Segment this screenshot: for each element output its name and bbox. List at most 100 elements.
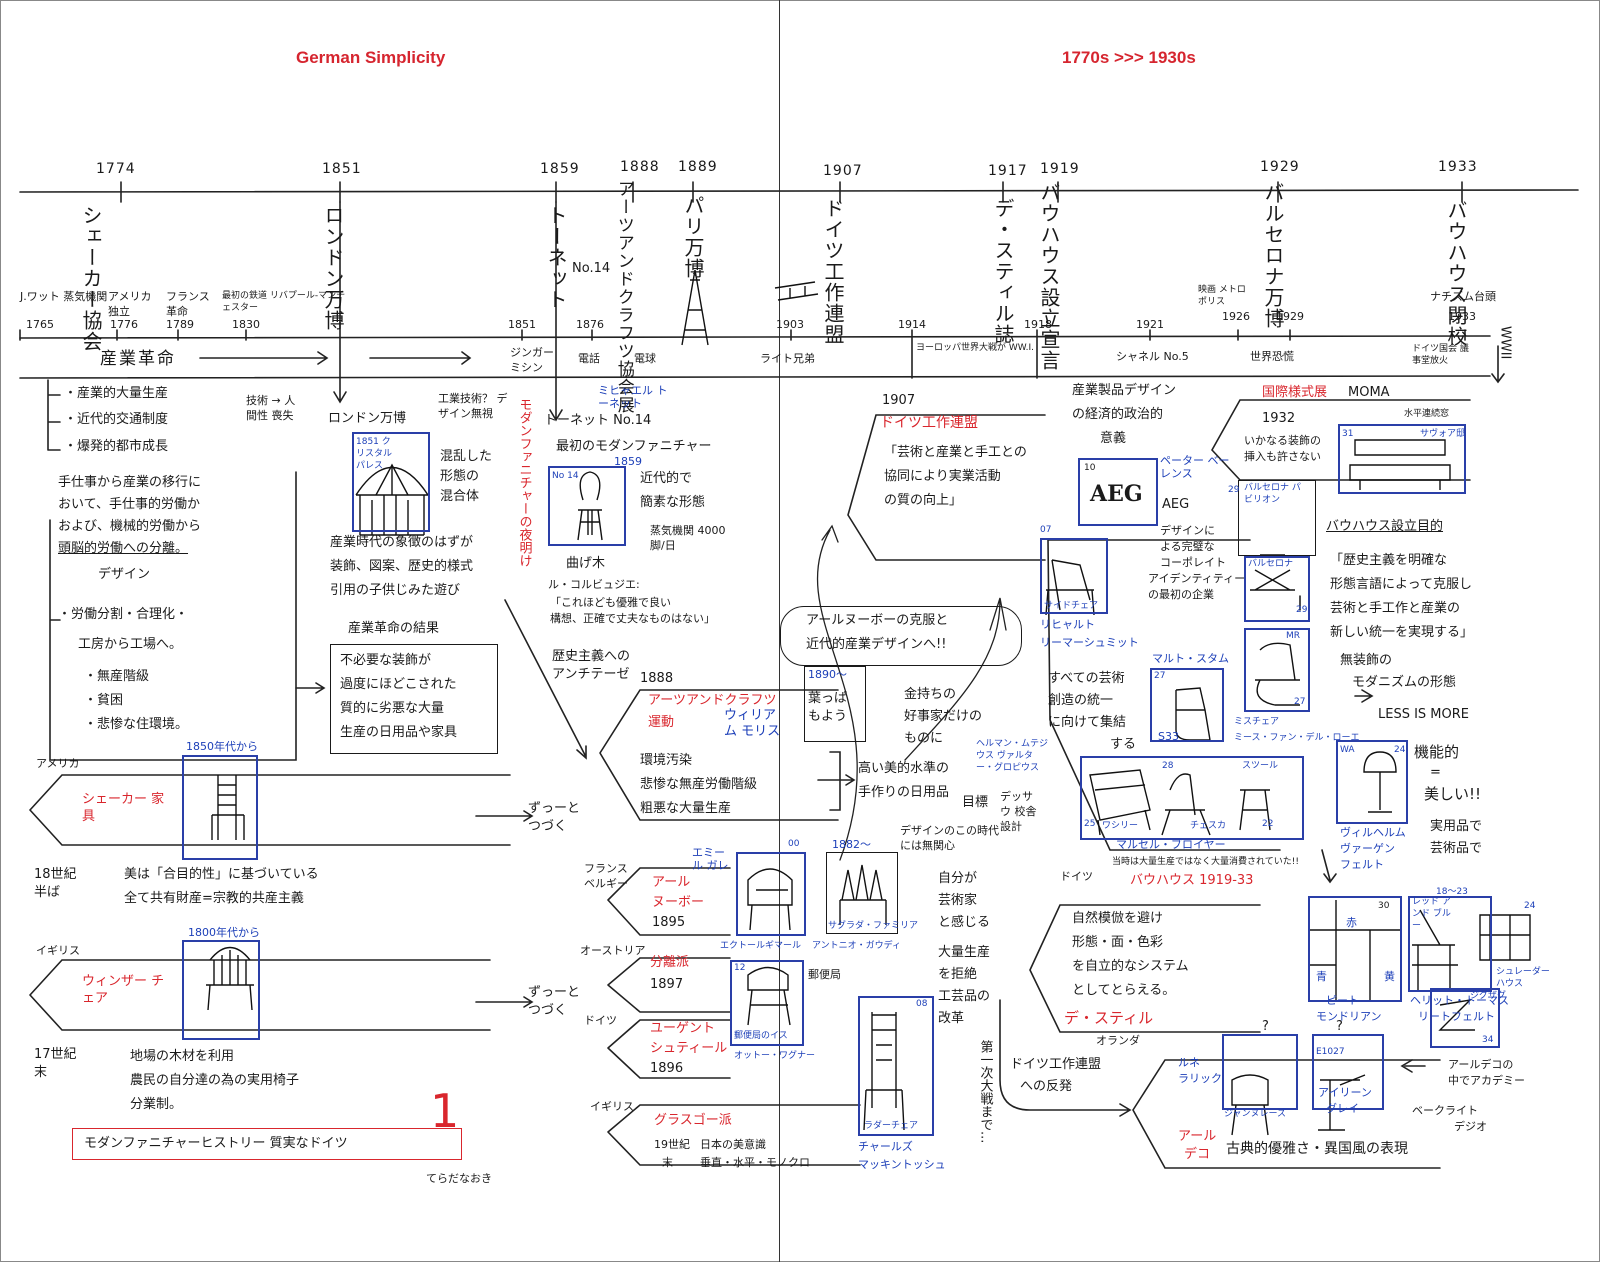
- glasgow-century: 19世紀: [654, 1138, 690, 1151]
- arts-point-3: 粗悪な大量生産: [640, 801, 732, 816]
- left-bullet-1: ・産業的大量生産: [64, 386, 169, 401]
- dessau-note: デッサウ 校舎設計: [1000, 790, 1037, 833]
- left-problem-2: ・貧困: [84, 693, 124, 708]
- corbusier-quote-2: 構想、正確で丈夫なものはない」: [550, 612, 715, 625]
- mt-1929: 1929: [1276, 310, 1304, 323]
- left-factory: 工房から工場へ。: [78, 637, 183, 652]
- mixed-1: 混乱した: [440, 449, 493, 464]
- michael-thonet: ミヒャエル トーネット: [598, 384, 668, 411]
- bauhaus-goal: バウハウス設立目的: [1326, 519, 1444, 534]
- werkbund-quote-2: 協同により実業活動: [884, 469, 1001, 484]
- badge-27a: 27: [1294, 697, 1306, 707]
- shaker-chair-sketch: [182, 755, 258, 860]
- artdeco-side-2: 中で: [1448, 1074, 1470, 1087]
- wagenfeld-1: ヴィルヘルム: [1340, 826, 1406, 839]
- moma: MOMA: [1348, 385, 1390, 400]
- wa-label: WA: [1340, 745, 1355, 755]
- less-is-more: LESS IS MORE: [1378, 707, 1470, 722]
- pavilion-label: バルセロナ パビリオン: [1244, 483, 1301, 506]
- barcelona-chair-sketch: [1244, 556, 1310, 622]
- werkbund-title: ドイツ工作連盟: [880, 415, 978, 431]
- germany: ドイツ: [584, 1014, 617, 1027]
- shaker-year: 1850年代から: [186, 740, 258, 753]
- result-2: 過度にほどこされた: [340, 677, 457, 692]
- germany-r: ドイツ: [1060, 870, 1093, 883]
- mr-chair-sketch: [1244, 628, 1310, 712]
- gaudi-year: 1882〜: [832, 838, 871, 851]
- schroder: シュレーダー ハウス: [1496, 967, 1550, 990]
- breuer-chairs-box: [1080, 756, 1304, 840]
- windsor-year: 1800年代から: [188, 926, 260, 939]
- header-left-title: German Simplicity: [296, 48, 446, 67]
- america-label: アメリカ: [36, 757, 80, 770]
- no14-badge: No 14: [552, 471, 579, 481]
- left-bullet-3: ・爆発的都市成長: [64, 439, 169, 454]
- footer-note: てらだなおき: [426, 1172, 492, 1185]
- windsor-century: 17世紀 末: [34, 1047, 77, 1080]
- intl-style: 国際様式展: [1262, 385, 1328, 400]
- tl-label-bauhaus: バウハウス設立宣言: [1037, 182, 1061, 371]
- mass-note: 当時は大量生産ではなく大量消費されていた!!: [1112, 857, 1299, 867]
- left-problem-3: ・悲惨な住環境。: [84, 717, 189, 732]
- functional-1: 機能的: [1414, 743, 1460, 761]
- reject-1: 大量生産: [938, 945, 991, 960]
- bakelite-2: デジオ: [1454, 1120, 1487, 1133]
- continue-2: ずっーと つづく: [528, 985, 581, 1018]
- high-level-1: 高い美的水準の: [858, 761, 950, 776]
- tl-label-paris: パリ万博: [681, 195, 705, 279]
- left-shift-2: おいて、手仕事的労働か: [58, 497, 200, 512]
- shaker-label: シェーカー 家具: [82, 792, 165, 824]
- mixed-2: 形態の: [440, 469, 480, 484]
- self-art-3: と感じる: [938, 915, 991, 930]
- badge-24b: 24: [1524, 901, 1536, 911]
- bentwood: 曲げ木: [566, 556, 606, 571]
- mt-ww1: ヨーロッパ世界大戦が WW.I.: [916, 343, 1035, 353]
- tl-year-1889: 1889: [678, 159, 718, 175]
- mt-ww2: WWII: [1497, 326, 1513, 360]
- escritoire-chair-sketch: [736, 852, 806, 936]
- art-nouveau-1: アール: [652, 875, 691, 890]
- jugend-year: 1896: [650, 1061, 684, 1076]
- glasgow: グラスゴー派: [654, 1113, 732, 1128]
- result-3: 質的に劣悪な大量: [340, 701, 445, 716]
- mt-bulb: 電球: [634, 352, 656, 365]
- result-4: 生産の日用品や家具: [340, 725, 458, 740]
- mt-1776: 1776: [110, 318, 138, 331]
- art-nouveau-2: ヌーボー: [652, 895, 705, 910]
- symbol-2: 装飾、図案、歴史的様式: [330, 559, 474, 574]
- galle: エミール ガレ: [692, 846, 729, 873]
- thonet-no14: トーネット No.14: [544, 413, 652, 428]
- tl-label-london: ロンドン万博: [321, 205, 345, 331]
- stool: スツール: [1242, 761, 1279, 771]
- red-blue-label: レッド アンド ブルー: [1412, 897, 1451, 932]
- simple-2: 簡素な形態: [640, 495, 706, 510]
- an-year: 1895: [652, 915, 686, 930]
- bauhaus-quote-3: 芸術と手工作と産業の: [1330, 601, 1461, 616]
- reaction-2: への反発: [1020, 1079, 1073, 1094]
- left-loss: 技術 → 人間性 喪失: [246, 394, 296, 422]
- rietveld-1: ヘリット・トーマス: [1410, 994, 1509, 1007]
- modern-origin: モダンファニチャーの夜明け: [516, 398, 532, 567]
- barcelona-chair-label: バルセロナ: [1248, 559, 1294, 569]
- mt-1830: 1830: [232, 318, 260, 331]
- jugend-1: ユーゲント: [650, 1021, 716, 1036]
- bauhaus-quote-1: 「歴史主義を明確な: [1330, 553, 1448, 568]
- holland: オランダ: [1096, 1034, 1140, 1047]
- france-belgium: フランス ベルギー: [584, 862, 628, 890]
- destijl-note-3: を自立的なシステム: [1072, 959, 1189, 974]
- destijl-note-4: としてとらえる。: [1072, 983, 1176, 998]
- post-office: 郵便局: [808, 968, 841, 981]
- reject-3: 工芸品の: [938, 989, 991, 1004]
- mondrian-1: ピート: [1326, 994, 1359, 1007]
- result-title: 産業革命の結果: [348, 621, 440, 636]
- corporate-5: の最初の企業: [1148, 588, 1214, 601]
- mt-1789: 1789: [166, 318, 194, 331]
- behrens: ペーター ベーレンス: [1160, 454, 1230, 481]
- destijl-note-2: 形態・面・色彩: [1072, 935, 1164, 950]
- mt-1921: 1921: [1136, 318, 1164, 331]
- footer-title-box: [72, 1128, 462, 1160]
- tl-year-1888: 1888: [620, 159, 660, 175]
- escritoire-label: エクトールギマール: [720, 941, 802, 951]
- shaker-century: 18世紀 半ば: [34, 867, 77, 900]
